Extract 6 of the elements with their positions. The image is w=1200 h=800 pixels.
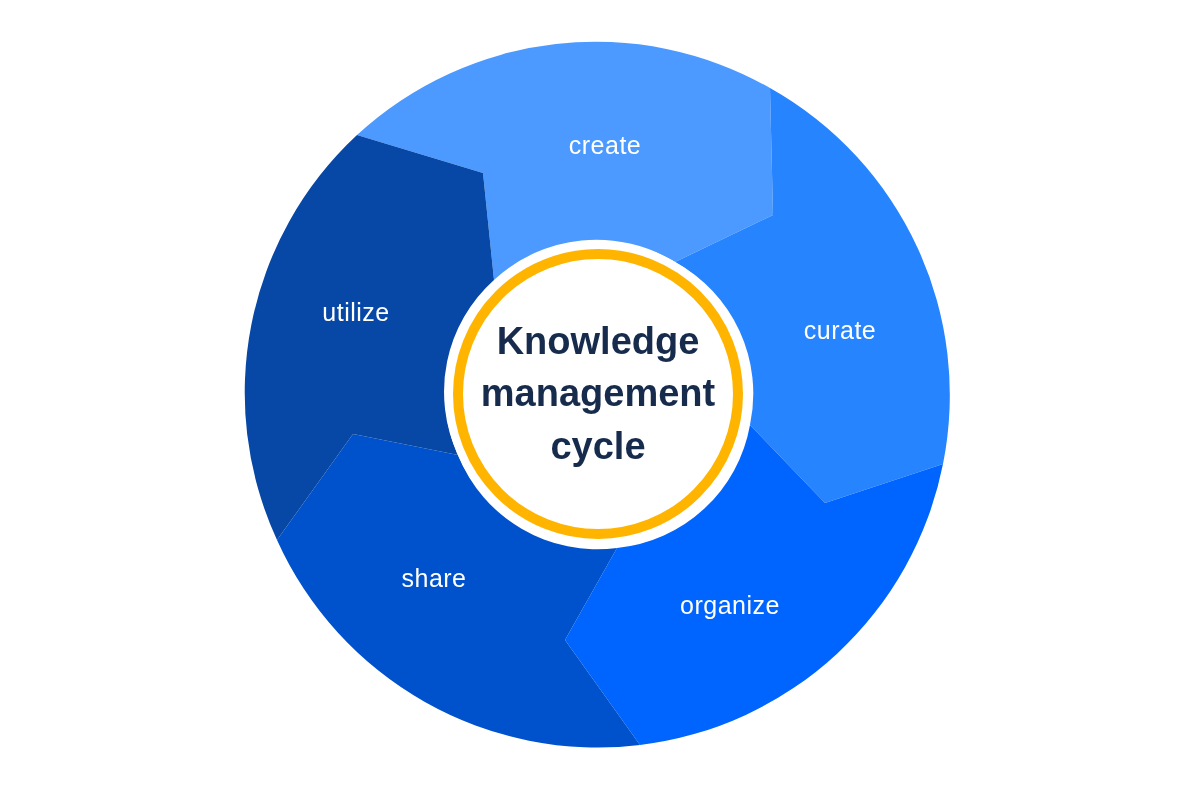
segment-label: create bbox=[568, 130, 642, 160]
segment-label: share bbox=[401, 563, 467, 593]
segment-label: curate bbox=[803, 315, 877, 345]
segment-label: organize bbox=[680, 590, 780, 620]
segment-label: utilize bbox=[322, 297, 390, 327]
cycle-title: Knowledge management cycle bbox=[479, 319, 717, 470]
